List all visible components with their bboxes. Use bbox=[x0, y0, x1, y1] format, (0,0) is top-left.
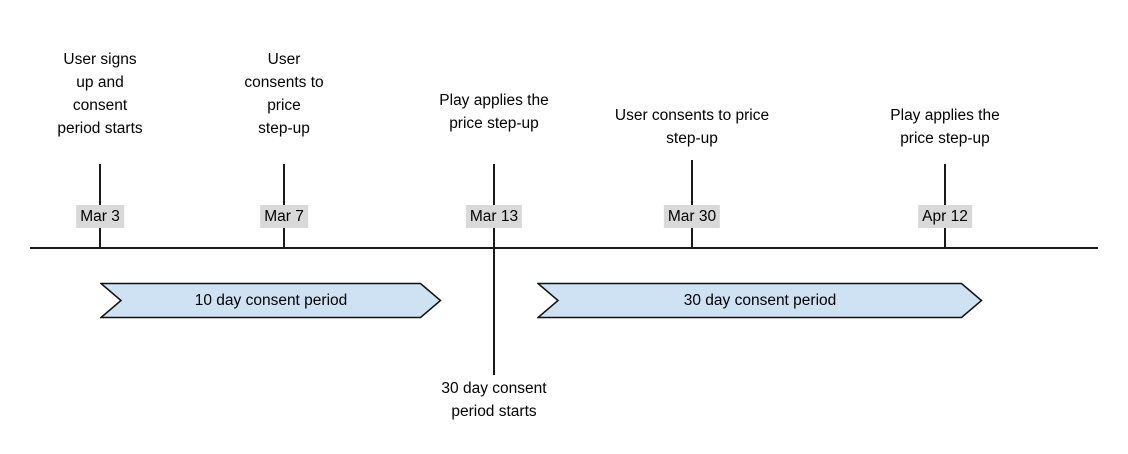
consent-period-banner-10-day: 10 day consent period bbox=[100, 282, 442, 319]
event-label: User signs up and consent period starts bbox=[57, 51, 143, 137]
event-date-badge: Apr 12 bbox=[918, 205, 972, 228]
below-timeline-note: 30 day consent period starts bbox=[441, 380, 547, 420]
banner-label: 10 day consent period bbox=[194, 291, 348, 309]
event-label: Play applies the price step-up bbox=[439, 92, 549, 132]
banner-label: 30 day consent period bbox=[683, 291, 837, 309]
event-date-badge: Mar 7 bbox=[260, 205, 308, 228]
event-date-badge: Mar 13 bbox=[465, 205, 523, 228]
event-tick-line bbox=[691, 160, 693, 249]
mar-13-tick-extension-line bbox=[493, 249, 495, 375]
event-date-badge: Mar 30 bbox=[663, 205, 721, 228]
event-label: User consents to price step-up bbox=[244, 51, 324, 137]
chevron-ribbon-shape bbox=[537, 282, 983, 319]
consent-period-banner-30-day: 30 day consent period bbox=[537, 282, 983, 319]
timeline-axis bbox=[30, 247, 1098, 249]
event-date-badge: Mar 3 bbox=[76, 205, 124, 228]
event-label: Play applies the price step-up bbox=[890, 107, 1000, 147]
event-label: User consents to price step-up bbox=[614, 107, 770, 147]
chevron-ribbon-shape bbox=[100, 282, 442, 319]
